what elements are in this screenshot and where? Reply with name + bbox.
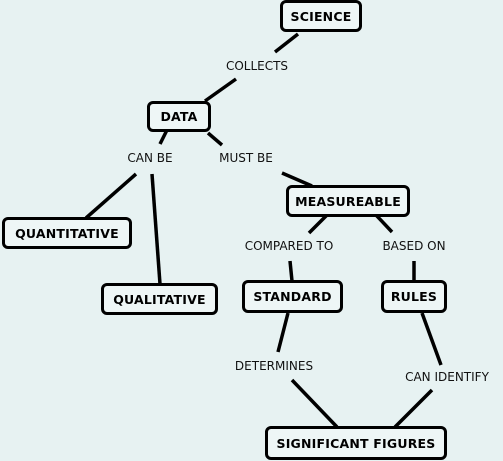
link-label-must-be: MUST BE (219, 151, 273, 165)
connector-rules-can-identify (420, 312, 443, 366)
connector-measureable-compared-to (307, 213, 329, 235)
connector-standard-determines (276, 312, 290, 353)
node-quantitative: QUANTITATIVE (2, 217, 132, 249)
connector-can-be-quantitative (84, 172, 138, 220)
node-rules: RULES (381, 280, 447, 313)
connector-science-collects (273, 32, 300, 54)
connector-collects-data (203, 77, 238, 103)
link-label-can-identify: CAN IDENTIFY (405, 370, 489, 384)
connector-can-identify-significant-figures (393, 388, 434, 429)
link-label-collects: COLLECTS (225, 59, 289, 73)
connector-measureable-based-on (374, 213, 394, 234)
connector-must-be-measureable (281, 171, 313, 188)
node-measureable: MEASUREABLE (286, 185, 410, 217)
connector-data-must-be (206, 131, 224, 147)
node-standard: STANDARD (242, 280, 343, 313)
node-science: SCIENCE (280, 0, 362, 32)
link-label-can-be: CAN BE (127, 151, 173, 165)
link-label-based-on: BASED ON (382, 239, 446, 253)
link-label-determines: DETERMINES (234, 359, 314, 373)
link-label-compared-to: COMPARED TO (244, 239, 334, 253)
connector-determines-significant-figures (290, 378, 339, 429)
connector-compared-to-standard (288, 260, 294, 282)
connector-can-be-qualitative (150, 173, 162, 285)
node-data: DATA (147, 101, 211, 132)
node-significant-figures: SIGNIFICANT FIGURES (265, 426, 447, 460)
connector-data-can-be (158, 129, 169, 145)
node-qualitative: QUALITATIVE (101, 283, 218, 315)
